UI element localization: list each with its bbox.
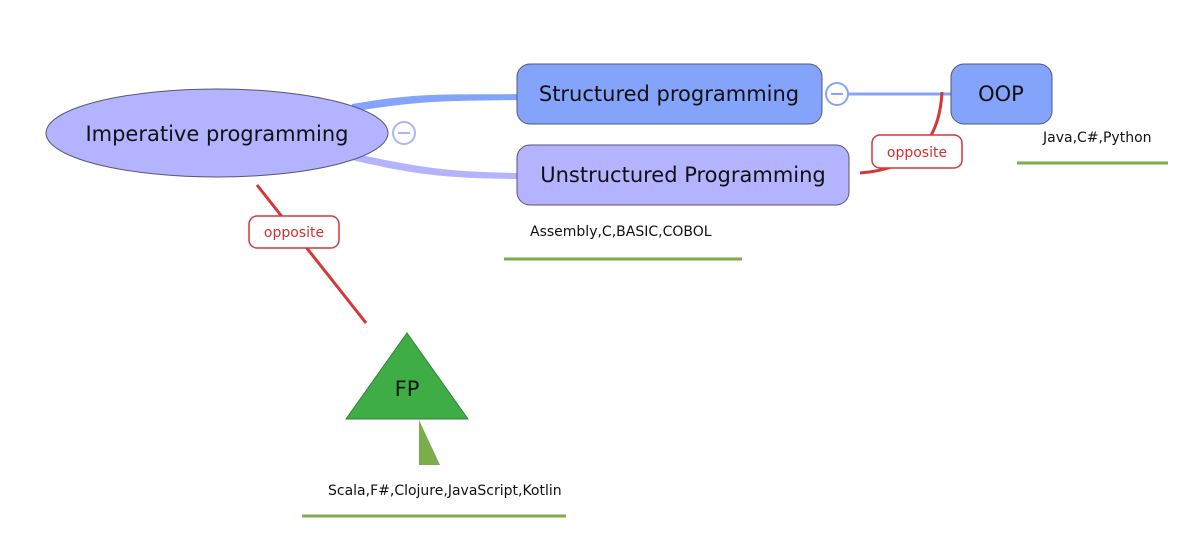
collapse-root-button[interactable] (392, 121, 416, 145)
branch-root-to-structured (352, 94, 518, 112)
note-fp-examples: Scala,F#,Clojure,JavaScript,Kotlin (328, 483, 562, 499)
collapse-structured-button[interactable] (825, 82, 849, 106)
node-fp[interactable]: FP (345, 332, 469, 420)
note-oop-examples: Java,C#,Python (1042, 130, 1152, 146)
node-fp-label: FP (395, 377, 420, 401)
node-unstructured-programming-label: Unstructured Programming (540, 163, 826, 187)
relation-label-root-fp-text: opposite (264, 225, 324, 241)
relation-label-root-fp[interactable]: opposite (248, 215, 340, 249)
node-oop[interactable]: OOP (950, 63, 1053, 125)
node-imperative-programming-label: Imperative programming (85, 122, 348, 146)
node-structured-programming[interactable]: Structured programming (516, 63, 823, 125)
node-structured-programming-label: Structured programming (539, 82, 799, 106)
node-oop-label: OOP (978, 82, 1024, 106)
relation-label-oop-unstructured[interactable]: opposite (871, 134, 963, 169)
branch-root-to-unstructured (352, 153, 518, 179)
relation-label-oop-unstructured-text: opposite (887, 145, 947, 161)
node-imperative-programming[interactable]: Imperative programming (45, 88, 389, 178)
fp-note-pointer (419, 420, 440, 465)
relation-line-root-fp (255, 184, 368, 324)
node-unstructured-programming[interactable]: Unstructured Programming (516, 144, 850, 206)
note-unstructured-examples: Assembly,C,BASIC,COBOL (530, 224, 712, 240)
